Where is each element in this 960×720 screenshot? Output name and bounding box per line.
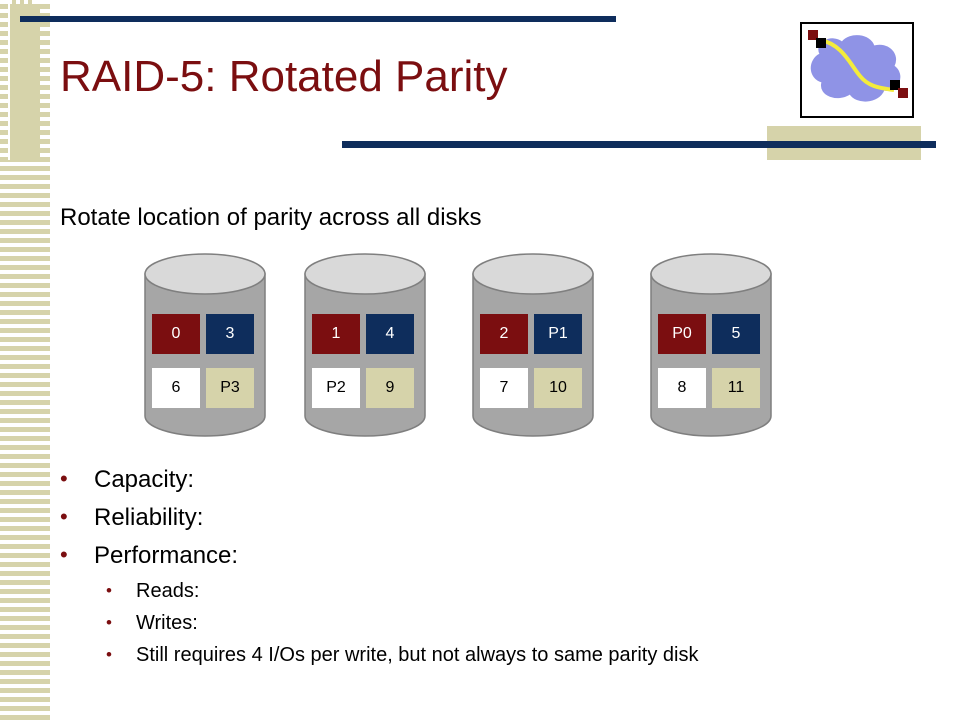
bullet-dot: •	[60, 542, 68, 567]
bullet-text: Writes:	[136, 612, 198, 634]
disk-block: 0	[152, 314, 200, 354]
decorative-tan-bar	[10, 4, 40, 160]
disk-block: 7	[480, 368, 528, 408]
bullet-dot: •	[60, 466, 68, 491]
disk-block: 3	[206, 314, 254, 354]
disk-block: 9	[366, 368, 414, 408]
bullet-text: Reads:	[136, 580, 200, 602]
bullet-dot: •	[106, 613, 112, 632]
disk-block: 4	[366, 314, 414, 354]
bullet-text: Capacity:	[94, 466, 195, 493]
top-rule	[20, 16, 616, 22]
bullet-dot: •	[60, 504, 68, 529]
network-cloud-logo-icon	[800, 22, 914, 118]
bullet-text: Still requires 4 I/Os per write, but not…	[136, 644, 699, 666]
disk-block: 5	[712, 314, 760, 354]
disk-block: 11	[712, 368, 760, 408]
disk-block: 6	[152, 368, 200, 408]
bullet-dot: •	[106, 581, 112, 600]
disk-block: 10	[534, 368, 582, 408]
disk-block: P0	[658, 314, 706, 354]
bullet-text: Performance:	[94, 542, 239, 569]
disk-block: 8	[658, 368, 706, 408]
disk-block: P3	[206, 368, 254, 408]
bullet-dot: •	[106, 645, 112, 664]
title-rule	[342, 141, 936, 148]
disk-block: 1	[312, 314, 360, 354]
page-title: RAID-5: Rotated Parity	[60, 52, 508, 101]
disk-block: P1	[534, 314, 582, 354]
disk-block: P2	[312, 368, 360, 408]
bullet-text: Reliability:	[94, 504, 204, 531]
page-subtitle: Rotate location of parity across all dis…	[60, 204, 482, 231]
disk-block: 2	[480, 314, 528, 354]
